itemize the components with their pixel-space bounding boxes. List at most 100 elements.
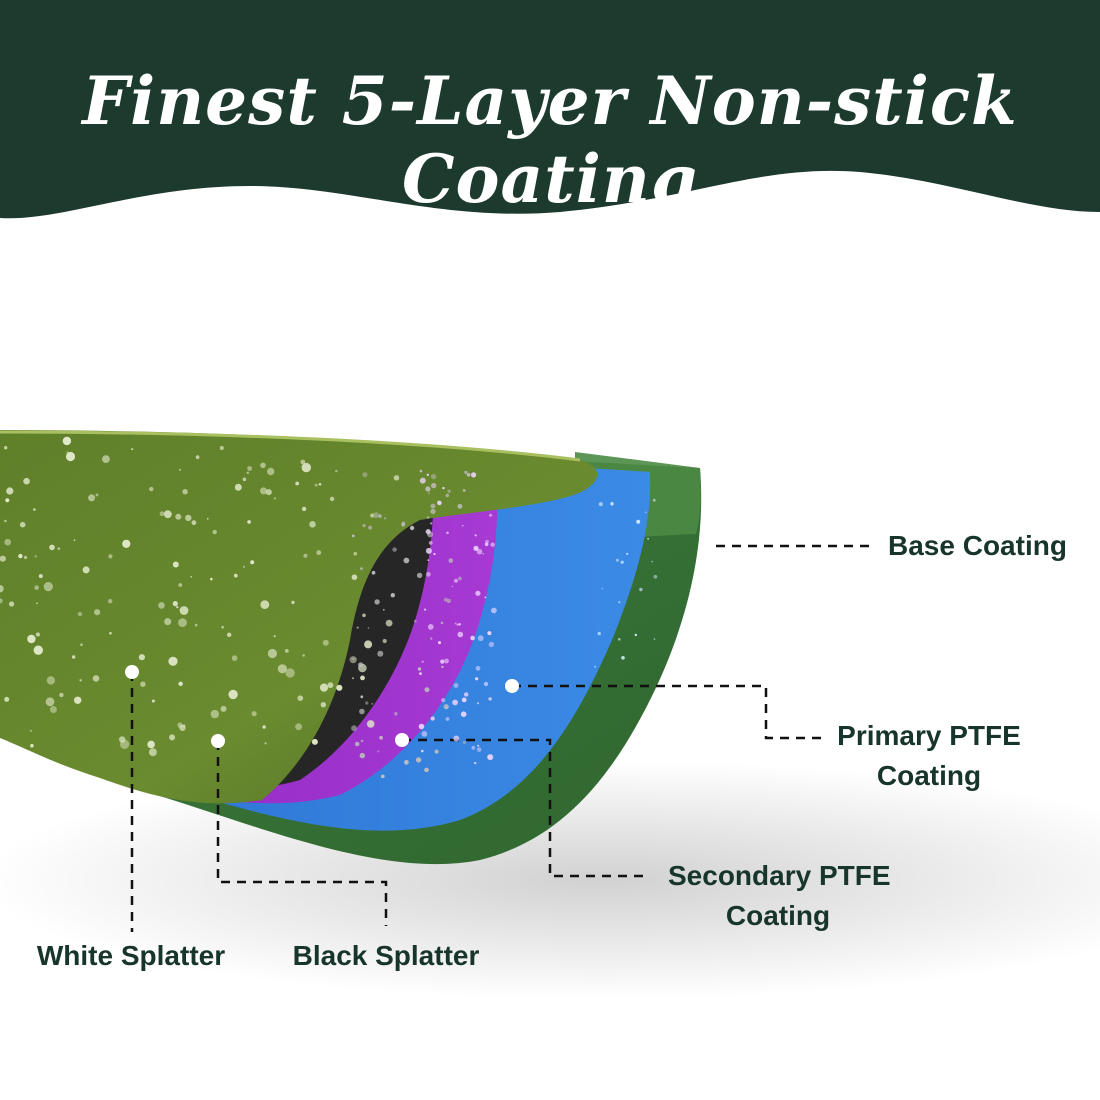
splatter-dot [38,574,43,579]
splatter-dot [102,455,110,463]
splatter-dot [441,665,444,669]
splatter-dot [489,513,493,517]
splatter-dot [390,593,395,598]
splatter-dot [458,576,462,581]
splatter-dot [4,696,10,702]
splatter-dot [163,510,172,519]
splatter-dot [652,498,656,502]
splatter-dot [440,621,444,625]
splatter-dot [74,696,82,704]
splatter-dot [329,496,335,502]
splatter-dot [413,619,417,623]
splatter-dot [194,623,198,627]
splatter-dot [484,542,489,547]
splatter-dot [383,517,387,520]
splatter-dot [131,448,134,451]
splatter-dot [421,660,424,663]
splatter-dot [34,585,39,590]
splatter-dot [433,552,436,556]
splatter-dot [385,619,393,627]
splatter-dot [207,518,209,520]
splatter-dot [362,523,366,528]
splatter-dot [231,655,238,661]
splatter-dot [419,477,426,484]
splatter-dot [653,638,656,640]
splatter-dot [477,744,480,747]
splatter-dot [262,725,266,729]
splatter-dot [382,608,385,611]
splatter-dot [477,635,484,642]
splatter-dot [284,649,289,653]
splatter-dot [426,473,429,476]
splatter-dot [285,668,295,678]
splatter-dot [616,558,619,562]
splatter-dot [360,739,364,743]
splatter-dot [88,494,96,502]
splatter-dot [461,524,464,527]
splatter-dot [425,529,431,535]
splatter-dot [182,489,188,495]
splatter-dot [179,468,182,471]
splatter-dot [327,682,334,689]
leader-secondary [402,738,650,878]
splatter-dot [172,561,179,568]
splatter-dot [33,645,43,655]
splatter-dot [179,606,189,615]
splatter-dot [644,511,647,514]
splatter-dot [301,506,307,512]
splatter-dot [442,486,445,490]
splatter-dot [33,508,36,511]
splatter-dot [460,711,467,717]
splatter-dot [430,503,436,509]
splatter-dot [220,705,227,712]
leader-black-marker [211,734,225,748]
splatter-dot [482,553,485,555]
splatter-dot [366,720,375,728]
splatter-dot [6,487,14,495]
splatter-dot [0,585,4,593]
label-line: Black Splatter [292,940,480,971]
label-line: White Splatter [36,940,226,971]
splatter-dot [362,613,366,618]
splatter-dot [618,601,621,604]
splatter-dot [291,600,295,605]
splatter-dot [267,467,275,476]
splatter-dot [453,683,459,688]
splatter-dot [464,692,469,697]
splatter-dot [23,555,28,560]
splatter-dot [260,600,270,609]
splatter-dot [419,672,422,675]
splatter-dot [487,754,494,761]
splatter-dot [80,643,83,646]
splatter-dot [647,537,649,540]
splatter-dot [233,573,238,578]
splatter-dot [364,640,373,649]
splatter-dot [421,749,424,753]
splatter-dot [415,757,422,763]
splatter-dots [0,436,658,779]
splatter-dot [295,481,300,486]
splatter-dot [148,748,157,757]
splatter-dot [108,554,113,559]
splatter-dot [456,623,459,626]
splatter-dot [228,689,238,700]
splatter-dot [462,489,466,492]
splatter-dot [458,623,461,626]
splatter-dot [185,514,192,522]
splatter-dot [362,472,368,478]
splatter-dot [316,550,322,555]
splatter-dot [23,477,30,485]
splatter-dot [221,625,224,629]
splatter-dot [601,587,604,590]
splatter-dot [419,469,423,473]
splatter-dot [311,738,318,745]
splatter-dot [27,634,36,644]
splatter-dot [401,523,405,527]
label-line: Primary PTFE [837,720,1021,751]
splatter-dot [488,641,495,648]
splatter-dot [475,665,481,671]
splatter-dot [30,743,34,748]
splatter-dot [445,717,450,721]
splatter-dot [371,570,376,575]
